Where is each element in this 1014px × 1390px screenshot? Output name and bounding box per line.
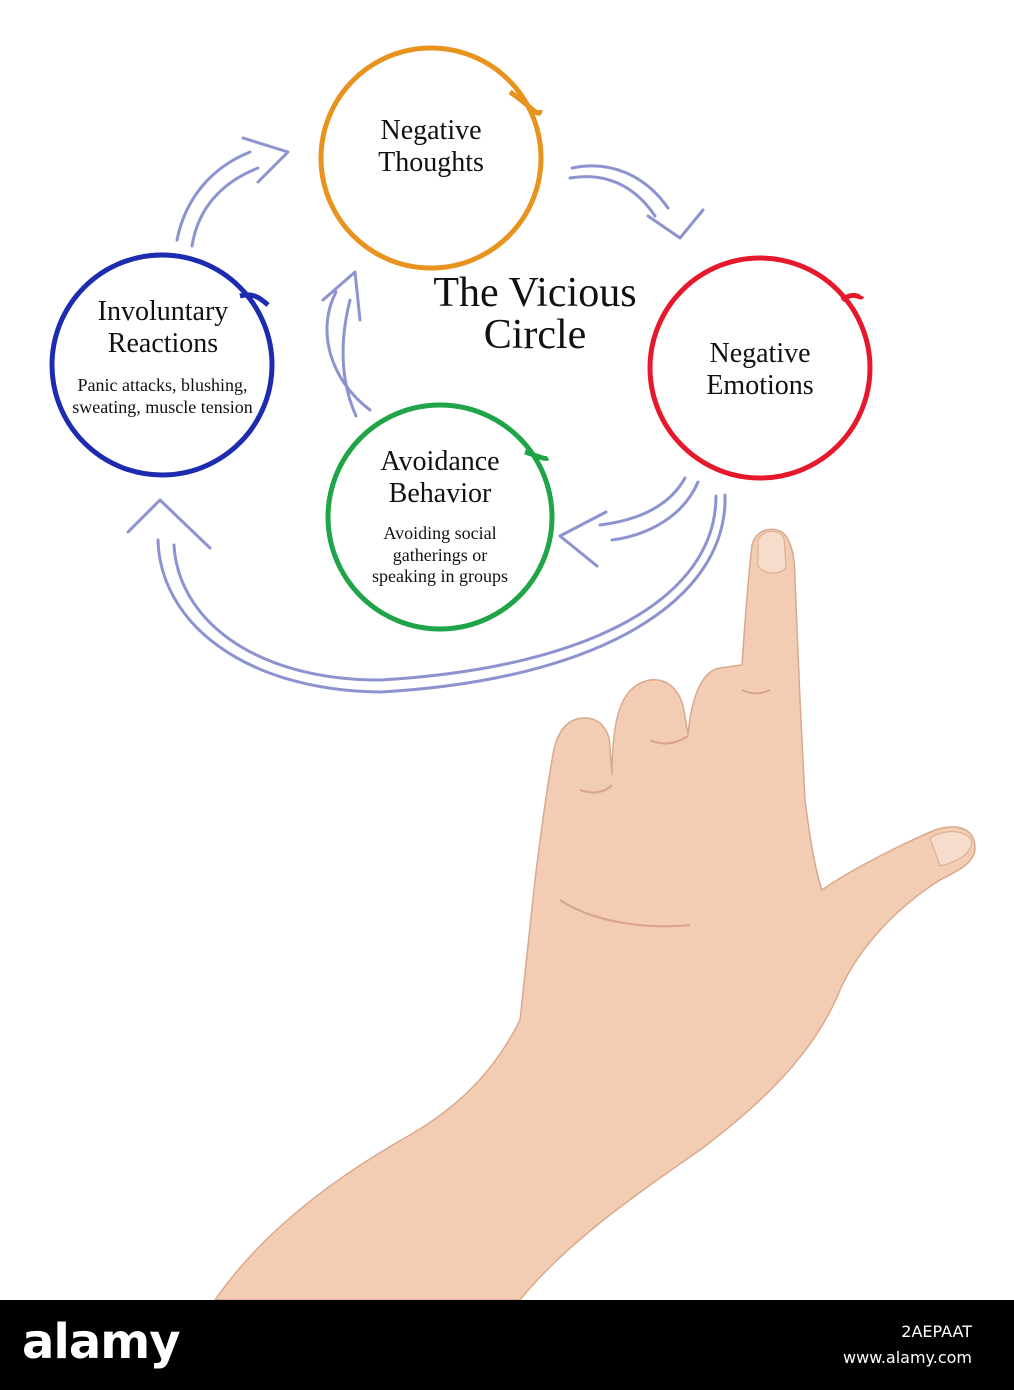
circle-negative-emotions (647, 255, 873, 481)
node-title-negative-emotions: Negative Emotions (706, 338, 814, 402)
circle-involuntary-reactions-tail (239, 292, 270, 307)
circle-avoidance-behavior-tail (524, 449, 550, 461)
arrow-involuntary-to-thoughts (175, 136, 290, 248)
circle-avoidance-behavior (325, 402, 555, 632)
circle-negative-thoughts-tail (508, 89, 543, 116)
node-title-involuntary-reactions: Involuntary Reactions (97, 296, 229, 360)
footer-image-id: 2AEPAAT (901, 1322, 972, 1341)
arrow-thoughts-to-emotions (568, 164, 705, 240)
node-circles (49, 45, 873, 632)
hand-illustration (214, 528, 976, 1300)
node-title-negative-thoughts: Negative Thoughts (378, 115, 484, 179)
diagram-canvas: The Vicious Circle Negative Thoughts Neg… (49, 45, 976, 1300)
diagram-graphics (49, 45, 976, 1300)
hand-shape (214, 528, 976, 1300)
footer-brand-logo: alamy (22, 1314, 181, 1370)
arrow-emotions-to-avoidance (558, 476, 700, 568)
node-description-involuntary-reactions: Panic attacks, blushing, sweating, muscl… (72, 375, 253, 417)
circle-negative-thoughts (318, 45, 544, 271)
knuckle-lines (559, 689, 771, 928)
diagram-title: The Vicious Circle (433, 270, 637, 358)
watermark-footer: alamy 2AEPAAT www.alamy.com (0, 1300, 1014, 1390)
circle-involuntary-reactions (49, 252, 275, 478)
node-title-avoidance-behavior: Avoidance Behavior (380, 446, 500, 510)
node-description-avoidance-behavior: Avoiding social gatherings or speaking i… (372, 523, 508, 587)
arrow-emotions-to-involuntary (126, 493, 727, 694)
circle-negative-emotions-tail (840, 292, 865, 303)
fingernail-index (757, 531, 787, 574)
footer-url: www.alamy.com (843, 1348, 972, 1367)
arrow-avoidance-to-thoughts (321, 270, 372, 418)
fingernail-thumb (929, 831, 973, 867)
arrows-group (126, 136, 727, 694)
